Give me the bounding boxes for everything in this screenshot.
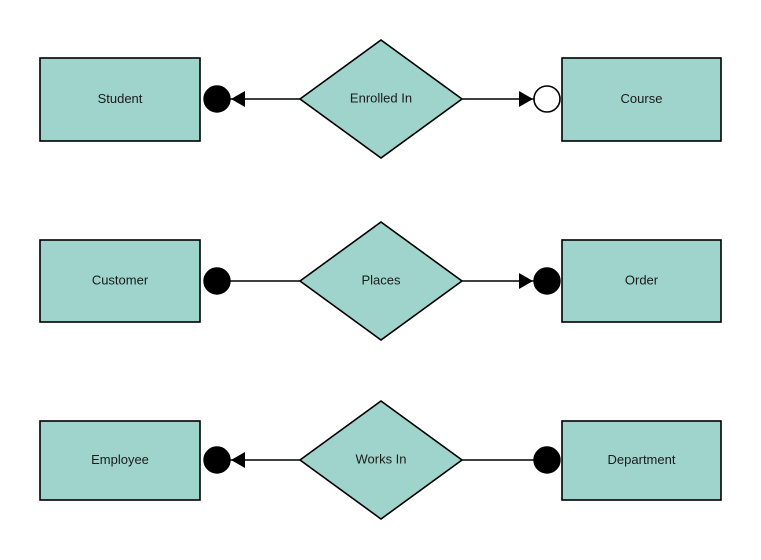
entity-label-employee: Employee bbox=[91, 452, 149, 467]
cardinality-marker-right-2-filled-circle[interactable] bbox=[533, 267, 561, 295]
arrowhead-left-3 bbox=[231, 452, 245, 468]
entity-label-department: Department bbox=[608, 452, 676, 467]
entity-box-employee[interactable] bbox=[39, 420, 201, 501]
entity-box-customer[interactable] bbox=[39, 239, 201, 323]
er-relationship-group-3: Employee Department Works In bbox=[39, 400, 722, 520]
er-relationship-group-2: Customer Order Places bbox=[39, 221, 722, 341]
cardinality-marker-left-2-filled-circle[interactable] bbox=[203, 267, 231, 295]
er-relationship-group-1: Student Course Enrolled In bbox=[39, 39, 722, 159]
entity-box-student[interactable] bbox=[39, 57, 201, 142]
entity-label-customer: Customer bbox=[92, 272, 149, 287]
relationship-diamond-works-in[interactable] bbox=[298, 400, 464, 520]
arrowhead-right-2 bbox=[519, 273, 533, 289]
entity-label-order: Order bbox=[625, 272, 659, 287]
arrowhead-right-1 bbox=[519, 91, 533, 107]
entity-label-course: Course bbox=[621, 91, 663, 106]
relationship-label-places: Places bbox=[361, 272, 401, 287]
relationship-label-enrolled-in: Enrolled In bbox=[350, 90, 412, 105]
relationship-diamond-places[interactable] bbox=[298, 221, 464, 341]
cardinality-marker-right-3-filled-circle[interactable] bbox=[533, 446, 561, 474]
entity-box-department[interactable] bbox=[561, 420, 722, 501]
cardinality-marker-left-1-filled-circle[interactable] bbox=[203, 85, 231, 113]
cardinality-marker-right-1-hollow-circle[interactable] bbox=[533, 85, 561, 113]
entity-box-order[interactable] bbox=[561, 239, 722, 323]
relationship-label-works-in: Works In bbox=[355, 451, 406, 466]
cardinality-marker-left-3-filled-circle[interactable] bbox=[203, 446, 231, 474]
entity-box-course[interactable] bbox=[561, 57, 722, 142]
relationship-diamond-enrolled-in[interactable] bbox=[298, 39, 464, 159]
arrowhead-left-1 bbox=[231, 91, 245, 107]
entity-label-student: Student bbox=[98, 91, 143, 106]
